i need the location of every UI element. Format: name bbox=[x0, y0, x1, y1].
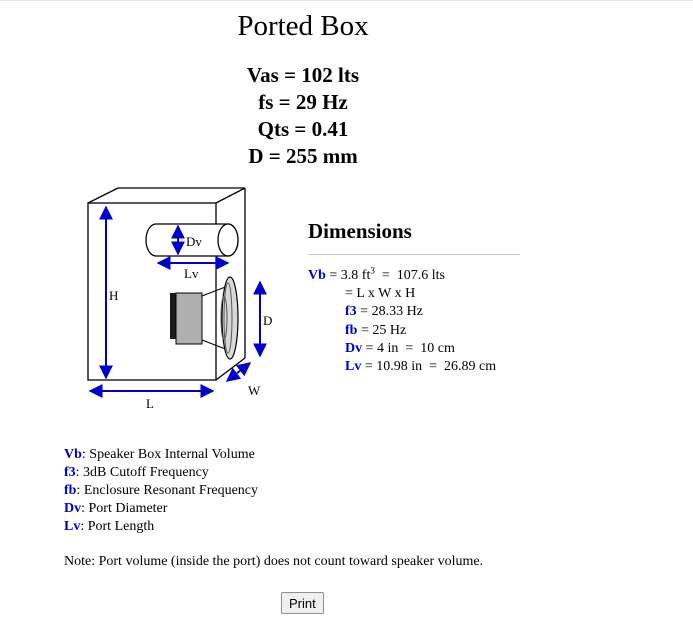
legend-key: fb bbox=[64, 483, 77, 498]
legend-text: : Enclosure Resonant Frequency bbox=[76, 483, 259, 498]
top-divider bbox=[0, 0, 693, 1]
legend-text: : Port Diameter bbox=[81, 501, 168, 516]
legend-item: fb: Enclosure Resonant Frequency bbox=[64, 482, 258, 500]
param-fs: fs = 29 Hz bbox=[258, 90, 348, 114]
param-vas: Vas = 102 lts bbox=[246, 63, 360, 87]
key-lv: Lv bbox=[345, 358, 362, 374]
box-outline bbox=[87, 187, 246, 381]
fb-value: = 25 Hz bbox=[357, 322, 407, 338]
label-h: H bbox=[109, 288, 118, 303]
page-title: Ported Box bbox=[237, 10, 369, 42]
legend-key: Lv bbox=[64, 519, 81, 534]
speaker-driver bbox=[170, 276, 239, 360]
param-qts: Qts = 0.41 bbox=[257, 117, 349, 141]
result-f3: f3 = 28.33 Hz bbox=[308, 303, 496, 321]
param-d: D = 255 mm bbox=[248, 144, 358, 168]
legend-item: Vb: Speaker Box Internal Volume bbox=[64, 446, 258, 464]
label-w: W bbox=[248, 383, 261, 398]
print-button[interactable]: Print bbox=[281, 592, 324, 614]
legend-key: Vb bbox=[64, 447, 82, 462]
legend-text: : Port Length bbox=[80, 519, 155, 534]
legend-item: Dv: Port Diameter bbox=[64, 500, 258, 518]
port-volume-note: Note: Port volume (inside the port) does… bbox=[64, 554, 484, 569]
vb-ft-exponent: 3 bbox=[370, 265, 375, 276]
result-fb: fb = 25 Hz bbox=[308, 322, 496, 340]
result-vb: Vb = 3.8 ft3 = 107.6 lts bbox=[308, 265, 496, 285]
dimensions-heading: Dimensions bbox=[308, 219, 412, 243]
label-d: D bbox=[263, 313, 272, 328]
legend-item: f3: 3dB Cutoff Frequency bbox=[64, 464, 258, 482]
key-dv: Dv bbox=[345, 340, 363, 356]
label-l: L bbox=[146, 396, 154, 411]
result-lv: Lv = 10.98 in = 26.89 cm bbox=[308, 358, 496, 376]
lv-value: = 10.98 in = 26.89 cm bbox=[361, 358, 497, 374]
key-fb: fb bbox=[345, 322, 358, 338]
dimension-arrows bbox=[88, 205, 267, 398]
dimensions-results: Vb = 3.8 ft3 = 107.6 lts = L x W x H f3 … bbox=[308, 265, 496, 376]
key-vb: Vb bbox=[308, 268, 326, 283]
driver-parameters: Vas = 102 lts fs = 29 Hz Qts = 0.41 D = … bbox=[0, 62, 606, 170]
ported-box-diagram: Dv Lv H D W L bbox=[87, 187, 272, 411]
label-lv: Lv bbox=[184, 266, 199, 281]
legend-key: Dv bbox=[64, 501, 82, 516]
vb-value-ft: = 3.8 ft bbox=[325, 268, 371, 283]
dimensions-divider bbox=[308, 254, 520, 255]
result-formula: = L x W x H bbox=[345, 286, 416, 302]
legend-key: f3 bbox=[64, 465, 76, 480]
dv-value: = 4 in = 10 cm bbox=[362, 340, 455, 356]
legend: Vb: Speaker Box Internal Volume f3: 3dB … bbox=[64, 446, 258, 536]
result-dv: Dv = 4 in = 10 cm bbox=[308, 340, 496, 358]
legend-item: Lv: Port Length bbox=[64, 518, 258, 536]
label-dv: Dv bbox=[186, 234, 202, 249]
vb-value-lts: = 107.6 lts bbox=[374, 268, 445, 283]
legend-text: : 3dB Cutoff Frequency bbox=[75, 465, 209, 480]
f3-value: = 28.33 Hz bbox=[356, 304, 423, 320]
legend-text: : Speaker Box Internal Volume bbox=[81, 447, 255, 462]
key-f3: f3 bbox=[345, 304, 357, 320]
